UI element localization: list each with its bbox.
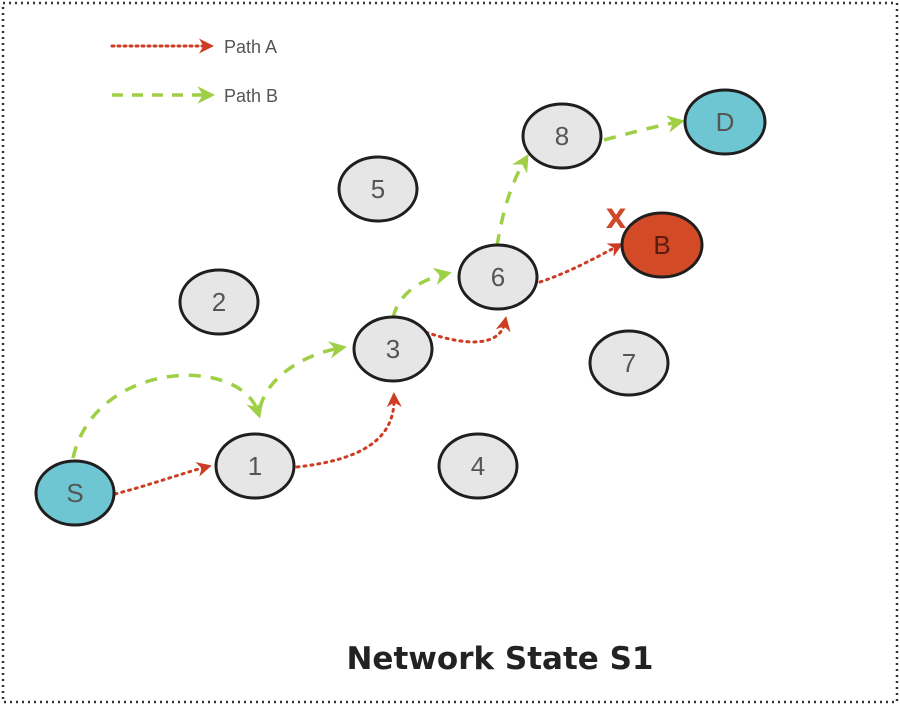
edge-path-a-6-b	[538, 243, 624, 284]
nodes	[34, 88, 767, 527]
node-b	[620, 211, 704, 279]
edge-path-a-1-3	[295, 392, 402, 469]
edge-path-b-3-6	[391, 267, 452, 319]
edge-path-b-1-3	[258, 341, 347, 409]
edge-path-a-s-1	[113, 462, 212, 496]
path-b-edges	[71, 115, 685, 459]
node-d	[683, 88, 767, 156]
node-2	[178, 268, 260, 336]
node-3-label: 3	[386, 334, 400, 364]
failure-x-icon: X	[606, 204, 627, 235]
node-1-label: 1	[248, 451, 262, 481]
node-labels: S 1 2 3 4 5 6 7 8 D B	[66, 107, 734, 508]
node-8	[521, 102, 603, 170]
node-b-label: B	[653, 230, 670, 260]
node-s-label: S	[66, 478, 83, 508]
node-6-label: 6	[491, 262, 505, 292]
node-7	[588, 329, 670, 397]
node-7-label: 7	[622, 348, 636, 378]
edge-path-b-6-8	[495, 153, 529, 247]
node-5-label: 5	[371, 174, 385, 204]
node-2-label: 2	[212, 287, 226, 317]
node-6	[457, 243, 539, 311]
node-s	[34, 459, 116, 527]
node-1	[214, 432, 296, 500]
node-3	[352, 315, 434, 383]
diagram-title: Network State S1	[346, 641, 653, 677]
node-5	[337, 155, 419, 223]
edge-path-b-8-d	[603, 115, 685, 142]
legend-path-a-label: Path A	[224, 37, 277, 57]
node-d-label: D	[716, 107, 735, 137]
node-4	[437, 432, 519, 500]
edge-path-b-s-1	[71, 373, 264, 459]
legend-path-b-label: Path B	[224, 86, 278, 106]
node-4-label: 4	[471, 451, 485, 481]
node-8-label: 8	[555, 121, 569, 151]
legend: Path A Path B	[110, 37, 278, 106]
